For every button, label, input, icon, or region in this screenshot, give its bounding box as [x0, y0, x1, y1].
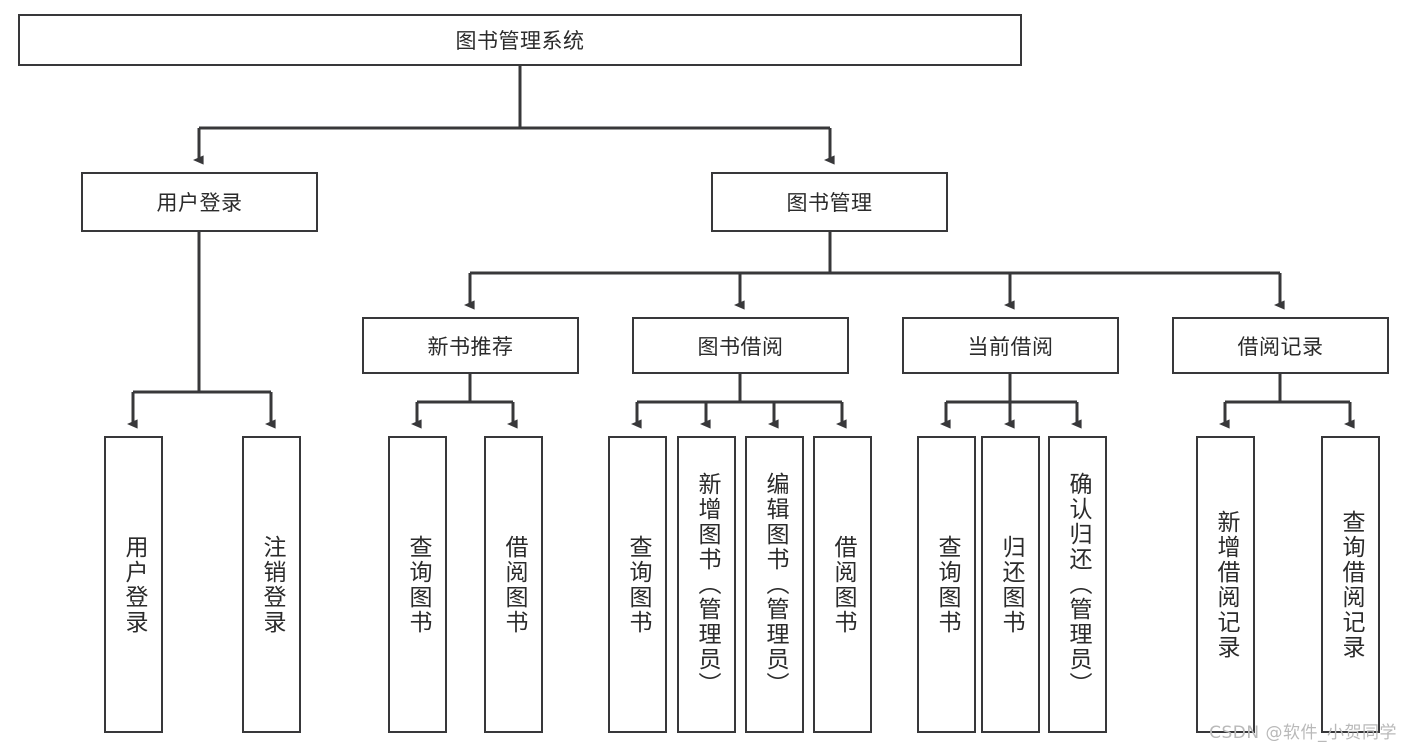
leaf-current-borrow-return-books[interactable]: 归还图书 — [981, 436, 1040, 733]
node-label: 新书推荐 — [427, 334, 514, 359]
node-current-borrow[interactable]: 当前借阅 — [902, 317, 1119, 374]
leaf-book-borrow-query-books[interactable]: 查询图书 — [608, 436, 667, 733]
leaf-new-book-query-books[interactable]: 查询图书 — [388, 436, 447, 733]
leaf-new-book-borrow-books[interactable]: 借阅图书 — [484, 436, 543, 733]
node-label: 查询图书 — [405, 534, 431, 635]
node-label: 用户登录 — [121, 534, 147, 635]
node-book-borrow[interactable]: 图书借阅 — [632, 317, 849, 374]
node-root-book-management-system[interactable]: 图书管理系统 — [18, 14, 1022, 66]
leaf-borrow-record-query-record[interactable]: 查询借阅记录 — [1321, 436, 1380, 733]
leaf-current-borrow-confirm-return-admin[interactable]: 确认归还（管理员） — [1048, 436, 1107, 733]
node-label: 借阅图书 — [830, 534, 856, 635]
node-label: 借阅记录 — [1237, 334, 1324, 359]
node-label: 新增图书（管理员） — [694, 472, 720, 697]
leaf-book-borrow-borrow-books[interactable]: 借阅图书 — [813, 436, 872, 733]
node-label: 查询图书 — [625, 534, 651, 635]
node-borrow-record[interactable]: 借阅记录 — [1172, 317, 1389, 374]
node-label: 查询借阅记录 — [1338, 509, 1364, 660]
node-label: 借阅图书 — [501, 534, 527, 635]
node-label: 编辑图书（管理员） — [762, 472, 788, 697]
node-user-login[interactable]: 用户登录 — [81, 172, 318, 232]
node-label: 用户登录 — [156, 191, 243, 215]
node-book-management[interactable]: 图书管理 — [711, 172, 948, 232]
node-label: 确认归还（管理员） — [1065, 472, 1091, 697]
node-label: 图书借阅 — [697, 334, 784, 359]
leaf-user-login-logout[interactable]: 注销登录 — [242, 436, 301, 733]
leaf-book-borrow-add-book-admin[interactable]: 新增图书（管理员） — [677, 436, 736, 733]
leaf-current-borrow-query-books[interactable]: 查询图书 — [917, 436, 976, 733]
node-new-book-recommend[interactable]: 新书推荐 — [362, 317, 579, 374]
leaf-user-login-login[interactable]: 用户登录 — [104, 436, 163, 733]
node-label: 当前借阅 — [967, 334, 1054, 359]
node-label: 查询图书 — [934, 534, 960, 635]
leaf-borrow-record-add-record[interactable]: 新增借阅记录 — [1196, 436, 1255, 733]
node-label: 注销登录 — [259, 534, 285, 635]
node-label: 图书管理 — [786, 191, 873, 215]
watermark: CSDN @软件_小贺同学 — [1209, 723, 1397, 743]
node-label: 新增借阅记录 — [1213, 509, 1239, 660]
leaf-book-borrow-edit-book-admin[interactable]: 编辑图书（管理员） — [745, 436, 804, 733]
node-label: 归还图书 — [998, 534, 1024, 635]
node-label: 图书管理系统 — [455, 29, 585, 53]
